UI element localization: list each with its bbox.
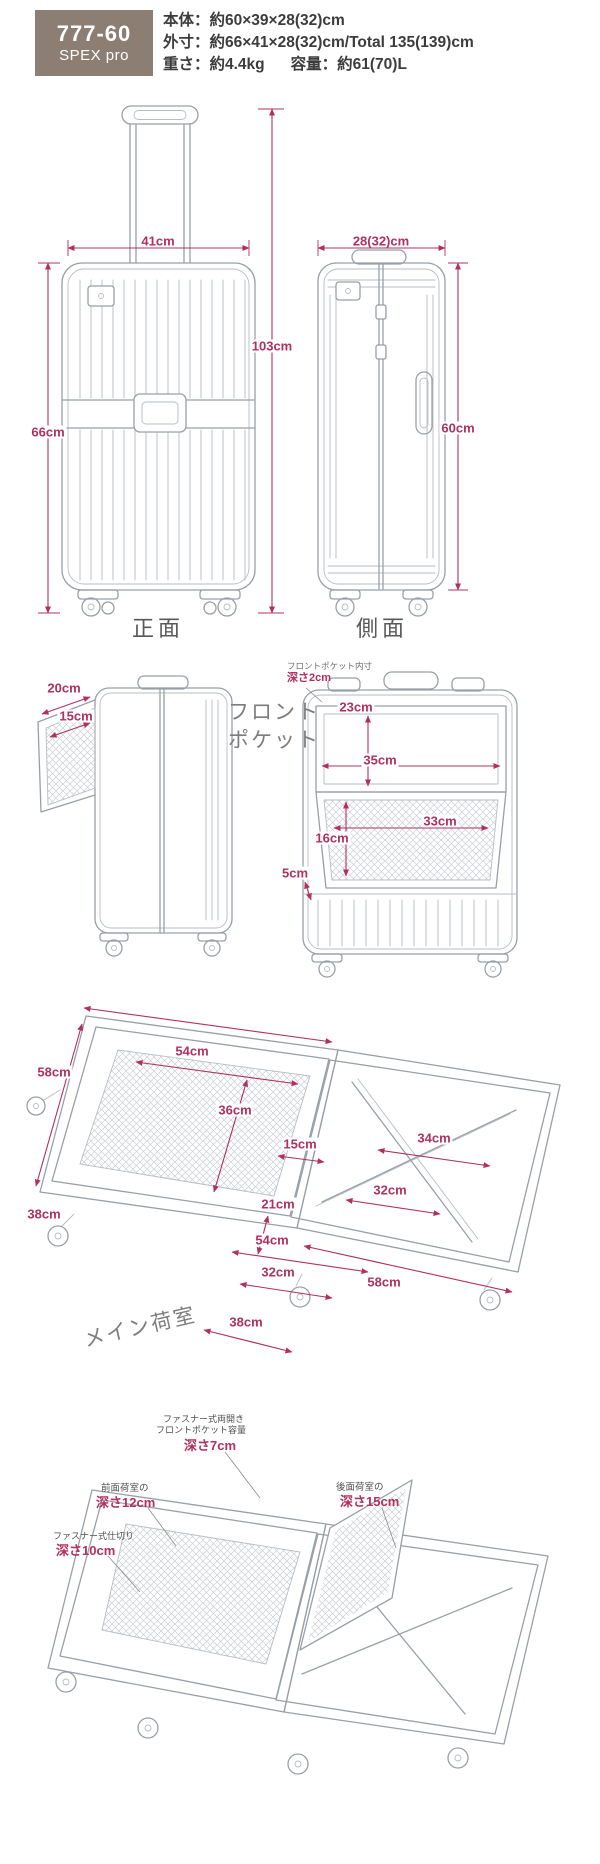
pocket-open-front-drawing [302, 671, 518, 978]
spec-list: 本体：約60×39×28(32)cm 外寸：約66×41×28(32)cm/To… [163, 10, 474, 76]
dim-side-height: 60cm [439, 420, 477, 436]
model-number: 777-60 [56, 21, 132, 46]
dim-main-lid-inner-length: 54cm [173, 1043, 211, 1059]
dim-side-depth: 28(32)cm [350, 233, 412, 249]
model-badge: 777-60 SPEX pro [35, 10, 153, 76]
front-view-caption: 正面 [131, 616, 185, 641]
side-view-drawing [317, 249, 446, 617]
dim-main-center-gap: 21cm [259, 1196, 297, 1212]
dim-main-lid-width: 38cm [25, 1206, 63, 1222]
anno-front-pocket-depth: 深さ7cm [184, 1438, 237, 1453]
anno-front-pocket-line1: ファスナー式両開き [163, 1414, 245, 1424]
anno-front-body-depth: 深さ12cm [96, 1495, 156, 1510]
front-side-dimension-arrows [38, 108, 468, 614]
spec-capacity: 容量：約61(70)L [290, 55, 407, 73]
dim-front-total-height: 103cm [249, 338, 295, 354]
dim-front-body-height: 66cm [29, 424, 67, 440]
anno-divider-depth: 深さ10cm [56, 1543, 116, 1558]
anno-divider-line1: ファスナー式仕切り [53, 1531, 135, 1541]
dim-pocket-open-width: 20cm [45, 680, 83, 696]
dim-main-base-inner-width: 32cm [259, 1264, 297, 1280]
dim-main-strap-width: 32cm [371, 1182, 409, 1198]
side-view-caption: 側面 [355, 616, 409, 641]
pocket-caption-line1: フロント [228, 701, 320, 724]
series-name: SPEX pro [59, 47, 129, 64]
dim-main-lid-inner-width: 36cm [216, 1102, 254, 1118]
dim-main-strap-span: 34cm [415, 1130, 453, 1146]
dim-pocket-mesh-height: 16cm [313, 830, 351, 846]
pocket-note-title: フロントポケット内寸 [287, 661, 373, 671]
anno-rear-body-depth: 深さ15cm [340, 1494, 400, 1509]
pocket-front-dimension-arrows [304, 687, 501, 901]
dim-pocket-opening-width: 35cm [361, 752, 399, 768]
dim-main-base-width: 38cm [227, 1314, 265, 1330]
spec-weight-capacity: 重さ：約4.4kg 容量：約61(70)L [163, 55, 474, 75]
pocket-caption-line2: ポケット [228, 729, 320, 752]
dim-pocket-mesh-width: 33cm [421, 813, 459, 829]
anno-front-body-line1: 前面荷室の [101, 1483, 149, 1494]
main-dimension-arrows [34, 1005, 513, 1354]
dim-main-hinge-gap: 15cm [281, 1136, 319, 1152]
dim-pocket-lip-height: 5cm [279, 865, 311, 881]
spec-body-size: 本体：約60×39×28(32)cm [163, 12, 345, 29]
spec-header: 777-60 SPEX pro 本体：約60×39×28(32)cm 外寸：約6… [35, 10, 474, 76]
dim-main-base-length: 58cm [365, 1274, 403, 1290]
dim-pocket-inner-width: 15cm [57, 708, 95, 724]
pocket-note-depth: 深さ2cm [287, 672, 332, 684]
spec-weight: 重さ：約4.4kg [163, 55, 265, 73]
depth-annotation-leaders [107, 1451, 397, 1593]
front-view-drawing [61, 105, 256, 617]
dim-main-base-inner-length: 54cm [253, 1232, 291, 1248]
dim-main-lid-length: 58cm [35, 1064, 73, 1080]
bottom-compartments-drawing [47, 1479, 549, 1775]
dim-pocket-opening-height: 23cm [337, 699, 375, 715]
dim-front-width: 41cm [139, 233, 177, 249]
pocket-side-dimension-arrows [41, 696, 91, 738]
anno-front-pocket-line2: フロントポケット容量 [156, 1425, 247, 1435]
spec-outer-size: 外寸：約66×41×28(32)cm/Total 135(139)cm [163, 33, 474, 51]
anno-rear-body-line1: 後面荷室の [336, 1482, 384, 1493]
